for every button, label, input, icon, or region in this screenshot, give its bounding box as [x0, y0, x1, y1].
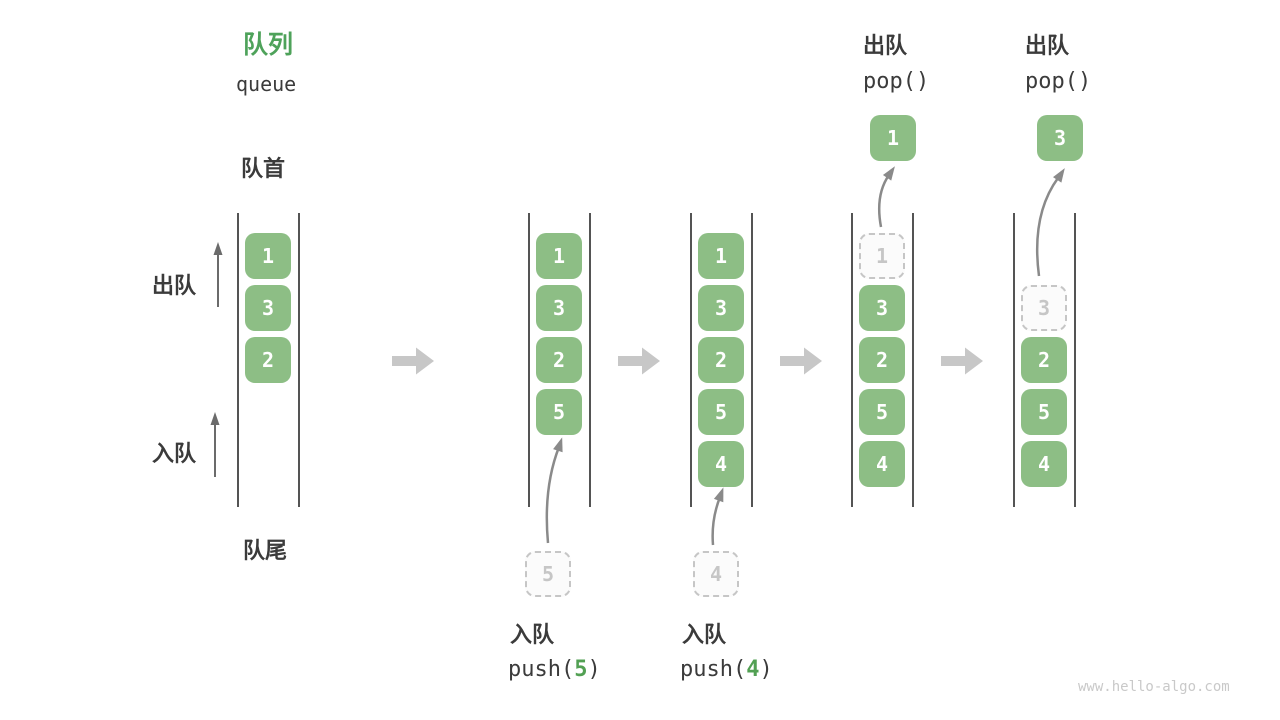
enqueue-direction-arrow-icon — [210, 412, 220, 477]
state-transition-arrow-icon — [618, 347, 660, 375]
dequeue-direction-arrow-icon — [213, 242, 223, 307]
push-op-label: 入队 — [510, 622, 555, 647]
dequeue-side-label: 出队 — [152, 273, 197, 298]
column-wall — [589, 213, 591, 507]
code-arg: 4 — [746, 657, 760, 682]
code-text: push( — [680, 657, 747, 682]
queue-element: 2 — [1021, 337, 1067, 383]
queue-element: 5 — [859, 389, 905, 435]
column-wall — [237, 213, 239, 507]
column-wall — [751, 213, 753, 507]
pop-op-code: pop() — [1025, 69, 1092, 94]
column-wall — [851, 213, 853, 507]
queue-element: 2 — [536, 337, 582, 383]
queue-element: 4 — [1021, 441, 1067, 487]
incoming-element-ghost: 5 — [525, 551, 571, 597]
pop-op-code: pop() — [863, 69, 930, 94]
watermark: www.hello-algo.com — [1078, 679, 1230, 695]
state-transition-arrow-icon — [941, 347, 983, 375]
queue-state-4: 1 3 2 5 4 — [851, 213, 914, 507]
column-wall — [298, 213, 300, 507]
queue-state-1: 1 3 2 — [237, 213, 300, 507]
state-transition-arrow-icon — [392, 347, 434, 375]
code-text: ) — [587, 657, 601, 682]
column-wall — [1074, 213, 1076, 507]
queue-element: 4 — [698, 441, 744, 487]
queue-element: 2 — [698, 337, 744, 383]
column-wall — [912, 213, 914, 507]
queue-front-label: 队首 — [241, 156, 286, 181]
push-op-code: push(4) — [680, 657, 773, 682]
queue-rear-label: 队尾 — [243, 538, 288, 563]
diagram-title-zh: 队列 — [243, 31, 294, 59]
queue-element: 1 — [245, 233, 291, 279]
diagram-title-en: queue — [236, 72, 297, 96]
incoming-element-ghost: 4 — [693, 551, 739, 597]
state-transition-arrow-icon — [780, 347, 822, 375]
queue-element: 4 — [859, 441, 905, 487]
column-wall — [528, 213, 530, 507]
queue-element: 3 — [536, 285, 582, 331]
popped-slot-ghost: 1 — [859, 233, 905, 279]
enqueue-motion-arrow-icon — [545, 437, 563, 544]
queue-element: 1 — [536, 233, 582, 279]
queue-element: 3 — [245, 285, 291, 331]
code-text: ) — [759, 657, 773, 682]
enqueue-side-label: 入队 — [152, 441, 197, 466]
queue-element: 3 — [698, 285, 744, 331]
queue-element: 5 — [698, 389, 744, 435]
pop-op-label: 出队 — [863, 33, 908, 58]
dequeue-motion-arrow-icon — [1035, 168, 1065, 277]
pop-op-label: 出队 — [1025, 33, 1070, 58]
push-op-code: push(5) — [508, 657, 601, 682]
push-op-label: 入队 — [682, 622, 727, 647]
queue-state-3: 1 3 2 5 4 — [690, 213, 753, 507]
enqueue-motion-arrow-icon — [711, 487, 724, 546]
queue-state-2: 1 3 2 5 — [528, 213, 591, 507]
column-wall — [1013, 213, 1015, 507]
popped-element: 1 — [870, 115, 916, 161]
dequeue-motion-arrow-icon — [878, 166, 895, 228]
code-arg: 5 — [574, 657, 588, 682]
queue-element: 3 — [859, 285, 905, 331]
queue-element: 5 — [536, 389, 582, 435]
queue-element: 2 — [859, 337, 905, 383]
queue-element: 2 — [245, 337, 291, 383]
column-wall — [690, 213, 692, 507]
queue-state-5: 3 2 5 4 — [1013, 213, 1076, 507]
queue-element: 5 — [1021, 389, 1067, 435]
queue-element: 1 — [698, 233, 744, 279]
popped-slot-ghost: 3 — [1021, 285, 1067, 331]
code-text: push( — [508, 657, 575, 682]
popped-element: 3 — [1037, 115, 1083, 161]
